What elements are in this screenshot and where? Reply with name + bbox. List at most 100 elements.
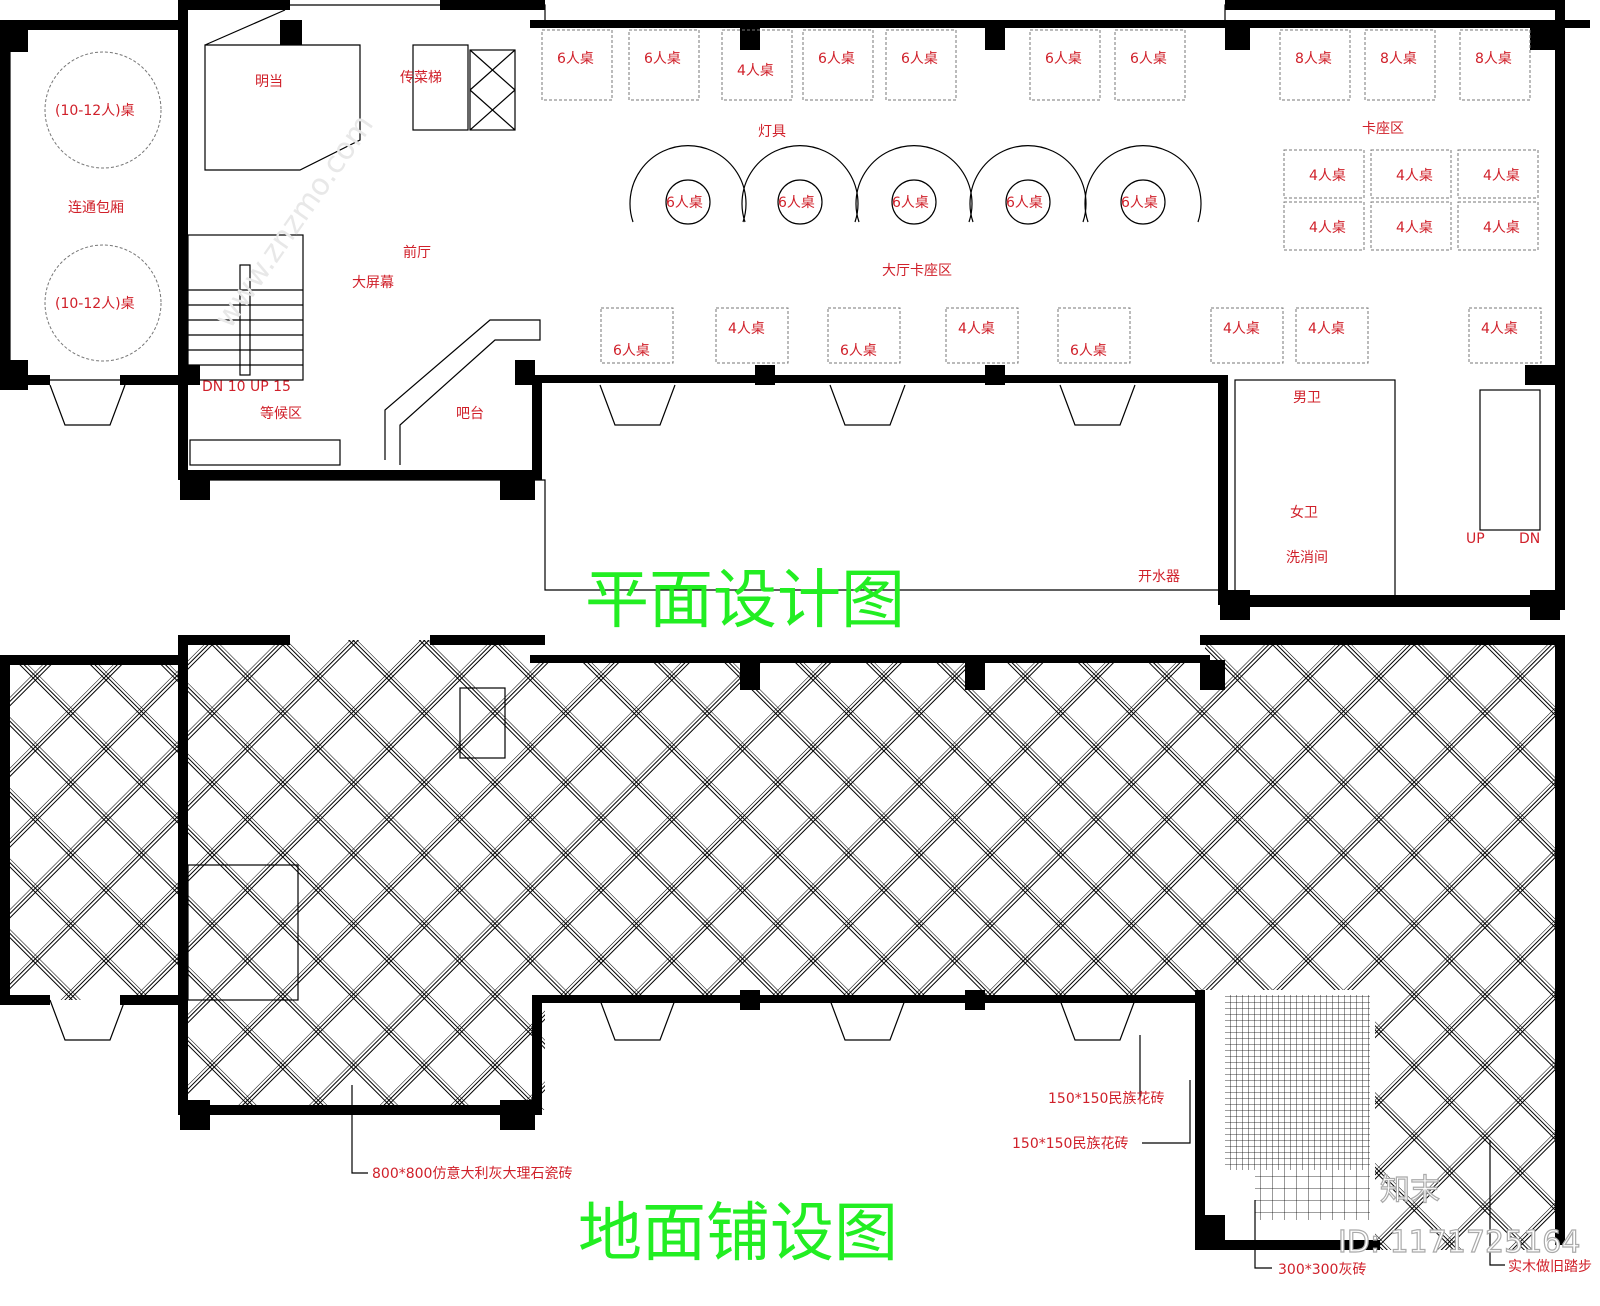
table-label: 6人桌: [778, 195, 815, 211]
room-label-hall-booth-area: 大厅卡座区: [882, 263, 952, 279]
room-label-dumbwaiter: 传菜梯: [400, 70, 442, 86]
table-label: 4人桌: [1223, 321, 1260, 337]
booth-seat: [945, 307, 1019, 364]
round-table: [777, 179, 823, 225]
round-table: [665, 179, 711, 225]
table-label: 4人桌: [1483, 220, 1520, 236]
floor-labels: 800*800仿意大利灰大理石瓷砖 150*150民族花砖 150*150民族花…: [372, 1091, 1592, 1278]
room-label-big-table-2: (10-12人)桌: [55, 296, 135, 312]
table-label: 4人桌: [728, 321, 765, 337]
room-label-private-room: 连通包厢: [68, 200, 124, 216]
booth-seat: [1057, 307, 1131, 364]
table-label: 4人桌: [1396, 220, 1433, 236]
room-label-stair-up: UP: [1466, 531, 1485, 547]
table-label: 6人桌: [1045, 51, 1082, 67]
floor-leaders: [351, 1035, 1505, 1269]
table-label: 6人桌: [1121, 195, 1158, 211]
table-label: 6人桌: [666, 195, 703, 211]
room-label-water-heater: 开水器: [1138, 569, 1180, 585]
room-label-stair-note: DN 10 UP 15: [202, 379, 291, 395]
round-booth: [741, 145, 859, 223]
table-label: 4人桌: [1309, 168, 1346, 184]
table-label: 6人桌: [901, 51, 938, 67]
booth-seat: [541, 29, 613, 101]
booth-seat: [1210, 307, 1284, 364]
table-label: 4人桌: [1309, 220, 1346, 236]
round-booth: [969, 145, 1087, 223]
room-label-lamp: 灯具: [758, 124, 786, 140]
note-tile-1: 150*150民族花砖: [1048, 1091, 1164, 1107]
booth-seat: [721, 29, 793, 101]
round-booth: [855, 145, 973, 223]
round-table: [1005, 179, 1051, 225]
floor-walls: [0, 635, 1565, 1250]
round-table: [1120, 179, 1166, 225]
room-label-wash-room: 洗消间: [1286, 550, 1328, 566]
booth-seat: [1468, 307, 1542, 364]
floor-tiling: [10, 640, 1560, 1250]
room-label-stair-dn: DN: [1519, 531, 1540, 547]
booth-seat: [1457, 149, 1539, 199]
room-label-booth-area: 卡座区: [1362, 121, 1404, 137]
note-wood-steps: 实木做旧踏步: [1508, 1259, 1592, 1275]
watermark-id: ID: 1171725164: [1338, 1225, 1580, 1260]
watermark-site: www.znzmo.com: [208, 108, 381, 334]
table-label: 4人桌: [1481, 321, 1518, 337]
round-booth: [1084, 145, 1202, 223]
table-label: 8人桌: [1475, 51, 1512, 67]
booth-seat: [628, 29, 700, 101]
table-label: 6人桌: [1130, 51, 1167, 67]
table-label: 4人桌: [737, 63, 774, 79]
table-label: 4人桌: [1308, 321, 1345, 337]
round-table-large: [44, 51, 162, 169]
floor-title: 地面铺设图: [578, 1197, 898, 1271]
room-label-waiting-area: 等候区: [260, 405, 302, 422]
watermark-logo: 知末: [1380, 1173, 1440, 1208]
round-table: [891, 179, 937, 225]
booth-seat: [1114, 29, 1186, 101]
note-tile-2: 150*150民族花砖: [1012, 1136, 1128, 1152]
room-label-womens-wc: 女卫: [1290, 504, 1318, 521]
booth-seat: [1279, 29, 1351, 101]
table-label: 6人桌: [818, 51, 855, 67]
booth-seat: [1283, 201, 1365, 251]
booth-seat: [1370, 201, 1452, 251]
room-label-mingdang: 明当: [255, 74, 283, 90]
note-marble: 800*800仿意大利灰大理石瓷砖: [372, 1165, 572, 1182]
table-label: 8人桌: [1380, 51, 1417, 67]
plan-fixtures: [44, 9, 1542, 601]
booth-seat: [1283, 149, 1365, 199]
table-label: 6人桌: [892, 195, 929, 211]
plan-title: 平面设计图: [585, 564, 905, 638]
table-label: 4人桌: [958, 321, 995, 337]
round-table-large: [44, 244, 162, 362]
table-label: 4人桌: [1396, 168, 1433, 184]
booth-seat: [885, 29, 957, 101]
table-label: 6人桌: [613, 343, 650, 359]
table-label: 6人桌: [644, 51, 681, 67]
table-label: 4人桌: [1483, 168, 1520, 184]
note-grey-tile: 300*300灰砖: [1278, 1262, 1366, 1278]
plan-labels: 明当传菜梯连通包厢(10-12人)桌(10-12人)桌前厅大屏幕DN 10 UP…: [55, 51, 1540, 585]
table-label: 6人桌: [557, 51, 594, 67]
room-label-big-table-1: (10-12人)桌: [55, 103, 135, 119]
room-label-front-hall: 前厅: [403, 244, 431, 261]
room-label-bar: 吧台: [456, 406, 484, 422]
booth-seat: [802, 29, 874, 101]
booth-seat: [1457, 201, 1539, 251]
booth-seat: [1459, 29, 1531, 101]
room-label-big-screen: 大屏幕: [352, 275, 394, 291]
booth-seat: [827, 307, 901, 364]
table-label: 6人桌: [840, 343, 877, 359]
booth-seat: [1029, 29, 1101, 101]
booth-seat: [600, 307, 674, 364]
booth-seat: [1295, 307, 1369, 364]
table-label: 6人桌: [1006, 195, 1043, 211]
table-label: 8人桌: [1295, 51, 1332, 67]
booth-seat: [1364, 29, 1436, 101]
plan-walls: [0, 0, 1590, 620]
table-label: 6人桌: [1070, 343, 1107, 359]
booth-seat: [715, 307, 789, 364]
booth-seat: [1370, 149, 1452, 199]
